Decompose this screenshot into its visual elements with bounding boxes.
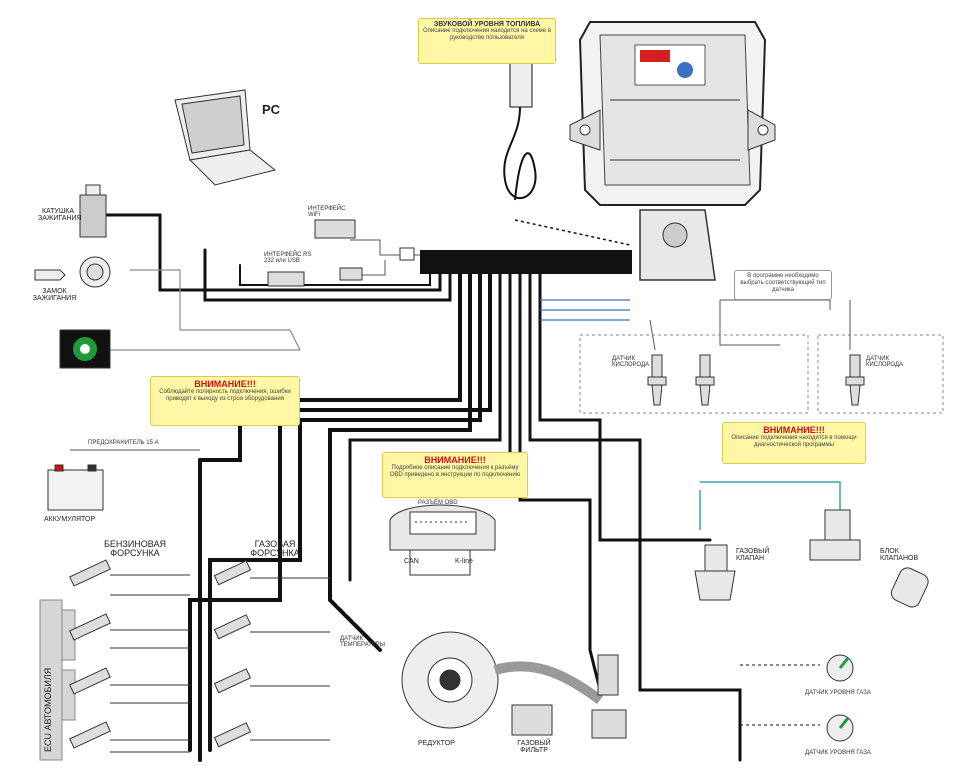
ecu-vehicle-label: ECU АВТОМОБИЛЯ xyxy=(43,667,53,752)
o2-sensor-2-label: ДАТЧИК КИСЛОРОДА xyxy=(866,356,904,369)
level-sensors xyxy=(826,654,854,742)
o2-note: В программе необходимо выбрать соответст… xyxy=(734,270,832,300)
gas-switch xyxy=(59,329,111,369)
warning-1-text: Соблюдайте полярность подключения, ошибк… xyxy=(159,389,291,402)
reducer-label: РЕДУКТОР xyxy=(418,740,455,747)
gas-valve xyxy=(694,544,736,601)
interface-usb-label: ИНТЕРФЕЙС RS 232 или USB xyxy=(264,252,312,265)
warning-note-1: ВНИМАНИЕ!!! Соблюдайте полярность подклю… xyxy=(150,376,300,426)
buzzer-note-title: ЗВУКОВОЙ УРОВНЯ ТОПЛИВА xyxy=(433,21,541,28)
o2-group-box xyxy=(579,334,809,414)
reducer xyxy=(401,631,603,729)
pc-label: PC xyxy=(262,102,281,117)
injector-connectors xyxy=(110,574,330,753)
thin-wires xyxy=(70,219,851,726)
o2-group-box-2 xyxy=(817,334,944,414)
valve-block-label: БЛОК КЛАПАНОВ xyxy=(880,548,919,563)
petrol-injectors xyxy=(69,559,111,749)
gas-injectors xyxy=(213,560,252,748)
buzzer-note: ЗВУКОВОЙ УРОВНЯ ТОПЛИВА Описание подключ… xyxy=(418,18,556,64)
interface-wifi-label: ИНТЕРФЕЙС WiFi xyxy=(308,206,346,219)
obd-title-label: РАЗЪЁМ OBD xyxy=(418,500,458,506)
warning-2-title: ВНИМАНИЕ!!! xyxy=(424,455,486,465)
warning-2-text: Подробное описание подключения к разъёму… xyxy=(389,465,521,478)
o2-sensor-1-label: ДАТЧИК КИСЛОРОДА xyxy=(612,356,650,369)
petrol-injector-label: БЕНЗИНОВАЯ ФОРСУНКА xyxy=(103,539,167,559)
gas-filter xyxy=(511,704,553,736)
level-sensor-1-label: ДАТЧИК УРОВНЯ ГАЗА xyxy=(805,690,871,696)
obd-connector xyxy=(389,504,496,576)
buzzer-note-text: Описание подключения находится на схеме … xyxy=(423,28,551,41)
ignition-lock-label: ЗАМОК ЗАЖИГАНИЯ xyxy=(32,288,77,303)
gas-valve-label: ГАЗОВЫЙ КЛАПАН xyxy=(736,548,770,563)
warning-1-title: ВНИМАНИЕ!!! xyxy=(194,379,256,389)
warning-note-3: ВНИМАНИЕ!!! Описание подключения находит… xyxy=(722,422,866,464)
warning-note-2: ВНИМАНИЕ!!! Подробное описание подключен… xyxy=(382,452,528,498)
ignition-coil xyxy=(79,184,107,238)
ecu-unit xyxy=(569,21,776,281)
o2-note-text: В программе необходимо выбрать соответст… xyxy=(740,273,826,293)
level-sensor-2-label: ДАТЧИК УРОВНЯ ГАЗА xyxy=(805,750,871,756)
interfaces xyxy=(267,219,415,287)
warning-3-title: ВНИМАНИЕ!!! xyxy=(763,425,825,435)
obd-can-label: CAN xyxy=(404,558,419,565)
gas-injector-label: ГАЗОВАЯ ФОРСУНКА xyxy=(250,539,300,559)
ignition-lock xyxy=(34,256,111,288)
obd-kline-label: K-line xyxy=(455,558,473,565)
ignition-coil-label: КАТУШКА ЗАЖИГАНИЯ xyxy=(38,208,82,223)
ecu-bracket xyxy=(39,599,76,761)
o2-sensors xyxy=(647,354,865,406)
battery-label: АККУМУЛЯТОР xyxy=(44,516,96,523)
temp-sensor-label: ДАТЧИК ТЕМПЕРАТУРЫ xyxy=(340,636,385,649)
buzzer xyxy=(503,61,537,201)
battery xyxy=(47,464,104,511)
warning-3-text: Описание подключения находится в помощи … xyxy=(731,435,857,448)
map-sensor xyxy=(591,654,627,739)
fuse-label: ПРЕДОХРАНИТЕЛЬ 15 А xyxy=(88,440,159,446)
laptop xyxy=(174,89,277,186)
gas-filter-label: ГАЗОВЫЙ ФИЛЬТР xyxy=(517,740,551,755)
valve-block xyxy=(809,509,929,608)
